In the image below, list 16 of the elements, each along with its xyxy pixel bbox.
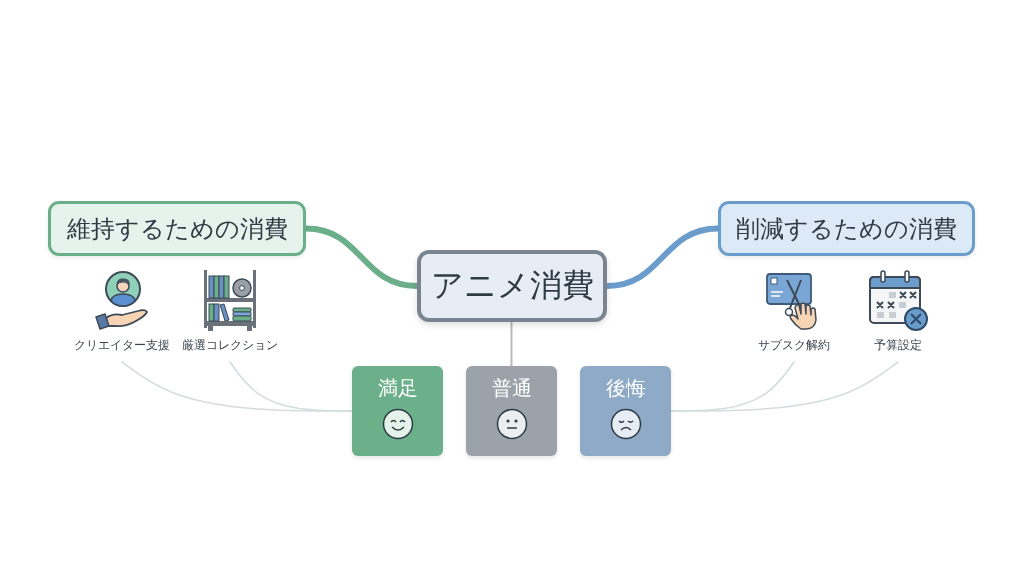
rating-label: 後悔 bbox=[605, 376, 646, 400]
connector-line bbox=[510, 321, 513, 367]
item-label: サブスク解約 bbox=[758, 338, 830, 353]
rating-label: 普通 bbox=[491, 376, 532, 400]
item-label: クリエイター支援 bbox=[74, 338, 170, 353]
connector-line bbox=[670, 361, 899, 412]
rating-card bbox=[352, 366, 443, 456]
rating-card bbox=[466, 366, 557, 456]
branch-topic: 削減するための消費 bbox=[718, 201, 975, 256]
branch-topic: 維持するための消費 bbox=[48, 201, 306, 256]
item-label: 予算設定 bbox=[874, 338, 922, 353]
rating-label: 満足 bbox=[377, 376, 418, 400]
item-label: 厳選コレクション bbox=[182, 338, 278, 353]
central-topic: アニメ消費 bbox=[417, 250, 607, 322]
rating-card bbox=[580, 366, 671, 456]
connector-line bbox=[229, 361, 353, 412]
